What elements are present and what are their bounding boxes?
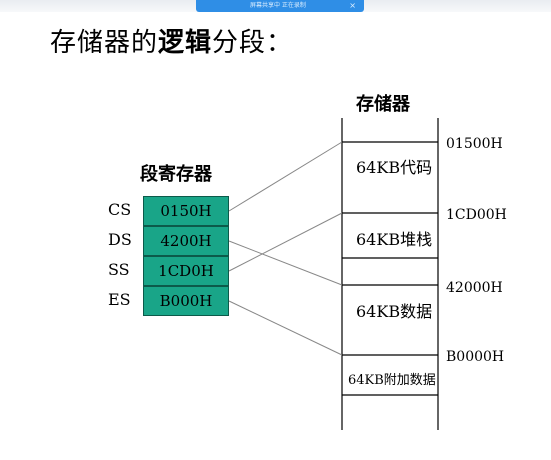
segment-label-stack: 64KB堆栈 [356,230,433,249]
cs-to-code-arrow [228,141,343,212]
title-part-3: 分段： [212,28,294,58]
register-value-ss: 1CD0H [143,256,229,286]
ds-to-data-arrow [228,240,343,286]
register-name-es: ES [108,290,131,309]
segment-label-code: 64KB代码 [356,158,433,177]
register-name-ss: SS [108,260,130,279]
close-icon[interactable]: × [349,1,356,10]
address-stack: 1CD00H [446,207,507,223]
title-part-1: 存储器的 [50,28,159,58]
es-to-extra-arrow [228,300,343,356]
register-value-es: B000H [143,286,229,316]
registers-heading: 段寄存器 [140,164,212,185]
segment-label-extra: 64KB附加数据 [348,373,436,388]
register-value-ds: 4200H [143,226,229,256]
ss-to-stack-arrow [228,212,343,272]
notification-text: 屏幕共享中 正在录制 [250,2,306,9]
register-name-ds: DS [108,230,132,249]
address-data: 42000H [446,280,503,296]
segment-label-data: 64KB数据 [356,302,433,321]
register-value-cs: 0150H [143,196,229,226]
page-title: 存储器的逻辑分段： [50,22,293,59]
title-part-2-bold: 逻辑 [158,28,213,58]
memory-column [341,118,439,430]
screen-share-notification[interactable]: 屏幕共享中 正在录制 × [196,0,364,12]
memory-heading: 存储器 [356,94,410,115]
address-code: 01500H [446,136,503,152]
address-extra: B0000H [446,349,505,365]
mapping-arrows [228,141,343,356]
register-name-cs: CS [108,200,132,219]
